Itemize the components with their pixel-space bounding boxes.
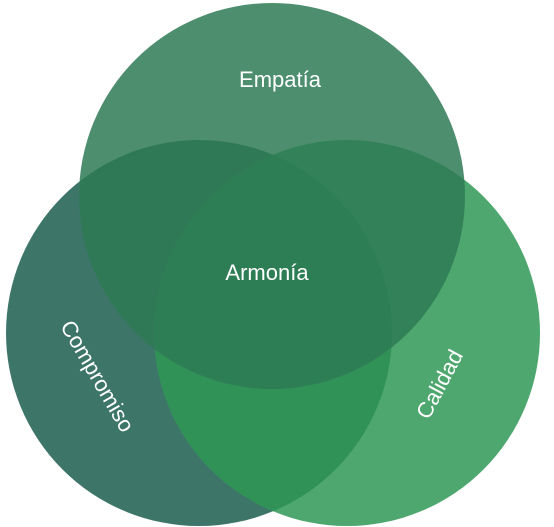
label-empatia: Empatía bbox=[239, 67, 322, 92]
label-armonia: Armonía bbox=[225, 260, 309, 285]
circle-empatia bbox=[79, 3, 465, 389]
